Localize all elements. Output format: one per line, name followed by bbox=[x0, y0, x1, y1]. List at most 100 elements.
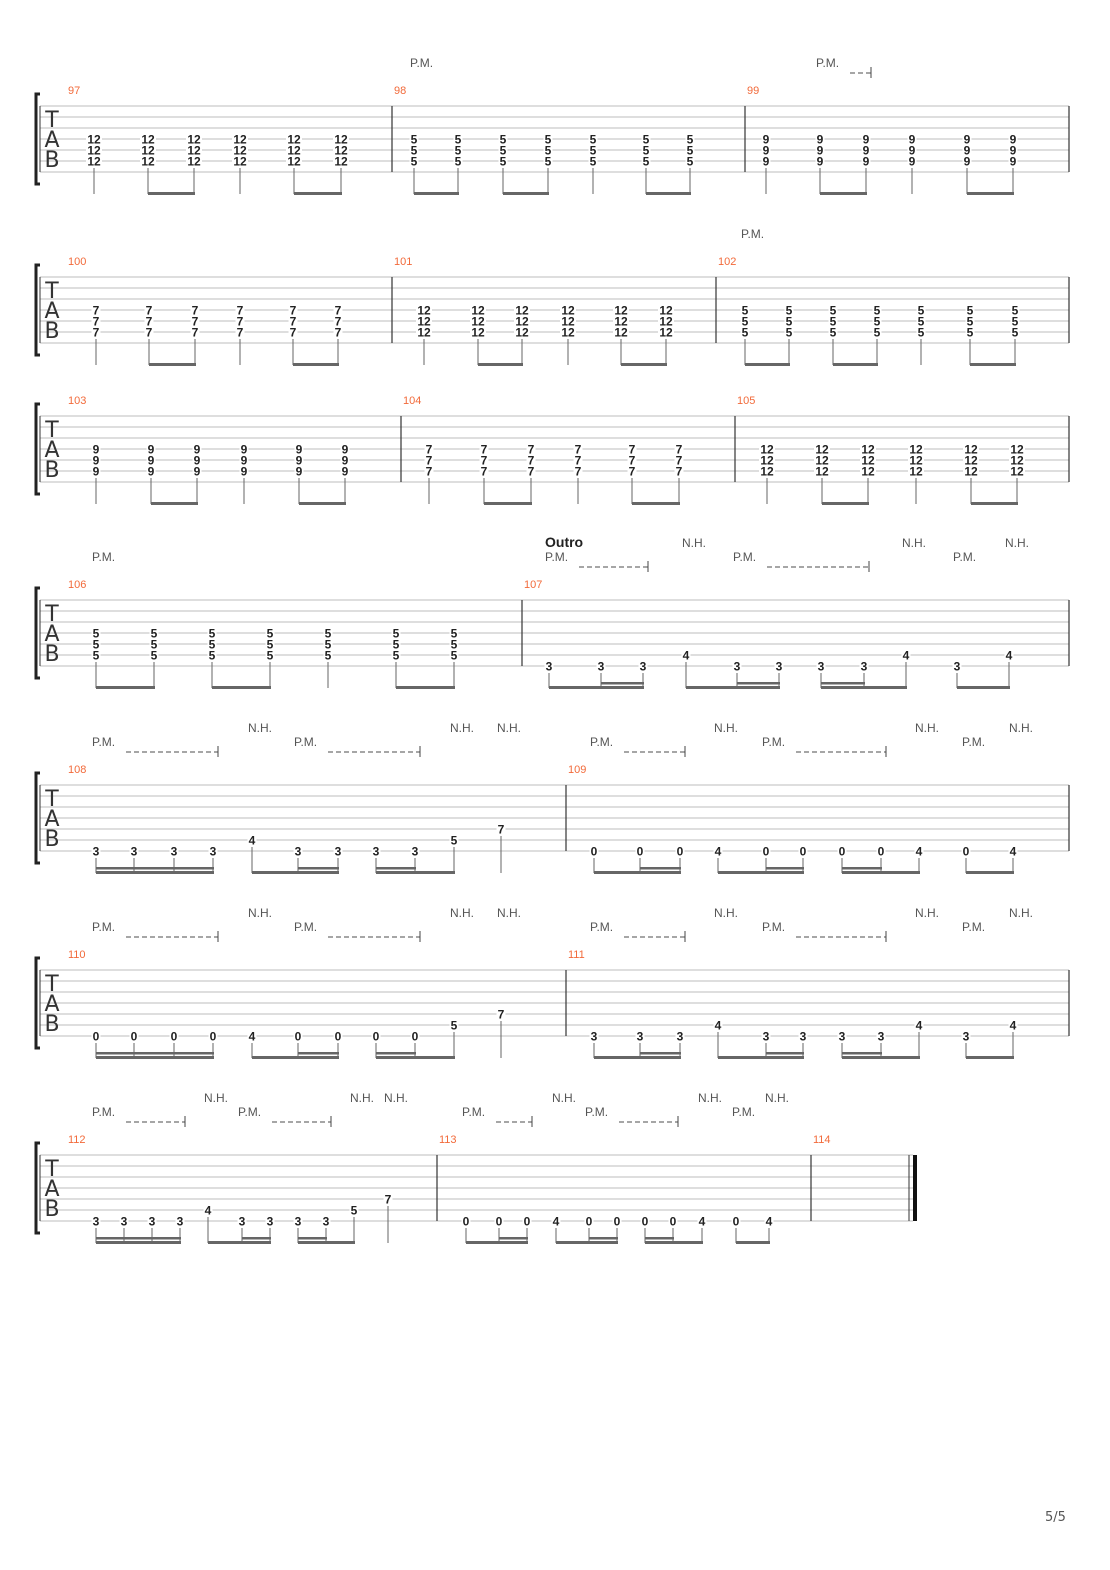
fret-bg bbox=[232, 156, 248, 166]
beam bbox=[556, 1241, 618, 1244]
fret-bg bbox=[1009, 455, 1025, 465]
fret-bg bbox=[522, 1216, 532, 1226]
fret-bg bbox=[293, 1031, 303, 1041]
fret-bg bbox=[391, 628, 401, 638]
fret-bg bbox=[588, 145, 598, 155]
fret-number: 9 bbox=[296, 465, 303, 479]
fret-bg bbox=[140, 145, 156, 155]
fret-number: 5 bbox=[687, 144, 694, 158]
beam bbox=[820, 192, 867, 195]
fret-number: 3 bbox=[177, 1215, 184, 1229]
fret-bg bbox=[293, 1216, 303, 1226]
fret-number: 0 bbox=[412, 1030, 419, 1044]
palm-mute-label: P.M. bbox=[590, 920, 613, 934]
fret-number: 12 bbox=[233, 155, 247, 169]
beam bbox=[621, 363, 667, 366]
fret-number: 7 bbox=[237, 315, 244, 329]
fret-number: 12 bbox=[334, 144, 348, 158]
fret-bg bbox=[461, 1216, 471, 1226]
fret-bg bbox=[146, 455, 156, 465]
measure-number: 106 bbox=[68, 579, 86, 591]
fret-bg bbox=[668, 1216, 678, 1226]
fret-bg bbox=[965, 316, 975, 326]
fret-number: 7 bbox=[629, 454, 636, 468]
beam bbox=[96, 686, 155, 689]
fret-bg bbox=[551, 1216, 561, 1226]
fret-bg bbox=[247, 835, 257, 845]
fret-bg bbox=[560, 316, 576, 326]
fret-bg bbox=[498, 134, 508, 144]
tab-clef-letter: A bbox=[44, 299, 59, 324]
fret-bg bbox=[409, 145, 419, 155]
fret-number: 5 bbox=[151, 638, 158, 652]
fret-number: 12 bbox=[760, 465, 774, 479]
natural-harmonic-label: N.H. bbox=[497, 721, 521, 735]
fret-bg bbox=[837, 846, 847, 856]
fret-bg bbox=[916, 305, 926, 315]
fret-bg bbox=[333, 145, 349, 155]
palm-mute-label: P.M. bbox=[92, 920, 115, 934]
fret-bg bbox=[340, 466, 350, 476]
secondary-beam bbox=[298, 1052, 339, 1055]
fret-number: 5 bbox=[918, 315, 925, 329]
fret-number: 12 bbox=[187, 144, 201, 158]
fret-number: 9 bbox=[296, 454, 303, 468]
natural-harmonic-label: N.H. bbox=[714, 721, 738, 735]
measure-number: 114 bbox=[813, 1134, 831, 1146]
fret-bg bbox=[169, 846, 179, 856]
fret-bg bbox=[963, 455, 979, 465]
fret-bg bbox=[333, 327, 343, 337]
fret-bg bbox=[86, 145, 102, 155]
fret-number: 9 bbox=[194, 465, 201, 479]
secondary-beam bbox=[134, 1052, 175, 1055]
palm-mute-label: P.M. bbox=[92, 1105, 115, 1119]
tab-clef-letter: A bbox=[44, 128, 59, 153]
fret-number: 3 bbox=[412, 845, 419, 859]
fret-number: 7 bbox=[93, 326, 100, 340]
fret-bg bbox=[129, 1031, 139, 1041]
fret-bg bbox=[144, 305, 154, 315]
beam bbox=[736, 1241, 770, 1244]
fret-bg bbox=[681, 650, 691, 660]
fret-bg bbox=[627, 455, 637, 465]
fret-bg bbox=[91, 444, 101, 454]
fret-bg bbox=[638, 661, 648, 671]
fret-bg bbox=[1010, 327, 1020, 337]
fret-number: 9 bbox=[93, 465, 100, 479]
fret-bg bbox=[861, 156, 871, 166]
fret-number: 0 bbox=[670, 1215, 677, 1229]
fret-number: 12 bbox=[1010, 465, 1024, 479]
fret-number: 0 bbox=[524, 1215, 531, 1229]
fret-number: 5 bbox=[643, 144, 650, 158]
tab-clef-letter: T bbox=[44, 1157, 59, 1182]
fret-number: 5 bbox=[874, 326, 881, 340]
fret-bg bbox=[232, 145, 248, 155]
fret-bg bbox=[675, 1031, 685, 1041]
measure-number: 103 bbox=[68, 395, 86, 407]
fret-number: 9 bbox=[1010, 144, 1017, 158]
fret-number: 0 bbox=[171, 1030, 178, 1044]
tab-system: TAB9712121212121212121212121212121212121… bbox=[34, 56, 1070, 195]
fret-bg bbox=[91, 650, 101, 660]
fret-number: 4 bbox=[1006, 649, 1013, 663]
fret-bg bbox=[91, 316, 101, 326]
fret-bg bbox=[573, 466, 583, 476]
fret-bg bbox=[340, 444, 350, 454]
palm-mute-label: P.M. bbox=[410, 56, 433, 70]
fret-bg bbox=[914, 846, 924, 856]
beam bbox=[149, 363, 196, 366]
fret-bg bbox=[961, 1031, 971, 1041]
fret-bg bbox=[584, 1216, 594, 1226]
fret-bg bbox=[697, 1216, 707, 1226]
fret-bg bbox=[627, 466, 637, 476]
fret-number: 5 bbox=[918, 326, 925, 340]
fret-number: 4 bbox=[249, 1030, 256, 1044]
fret-number: 7 bbox=[481, 454, 488, 468]
beam bbox=[966, 871, 1014, 874]
fret-number: 5 bbox=[451, 834, 458, 848]
fret-bg bbox=[965, 327, 975, 337]
fret-number: 0 bbox=[963, 845, 970, 859]
